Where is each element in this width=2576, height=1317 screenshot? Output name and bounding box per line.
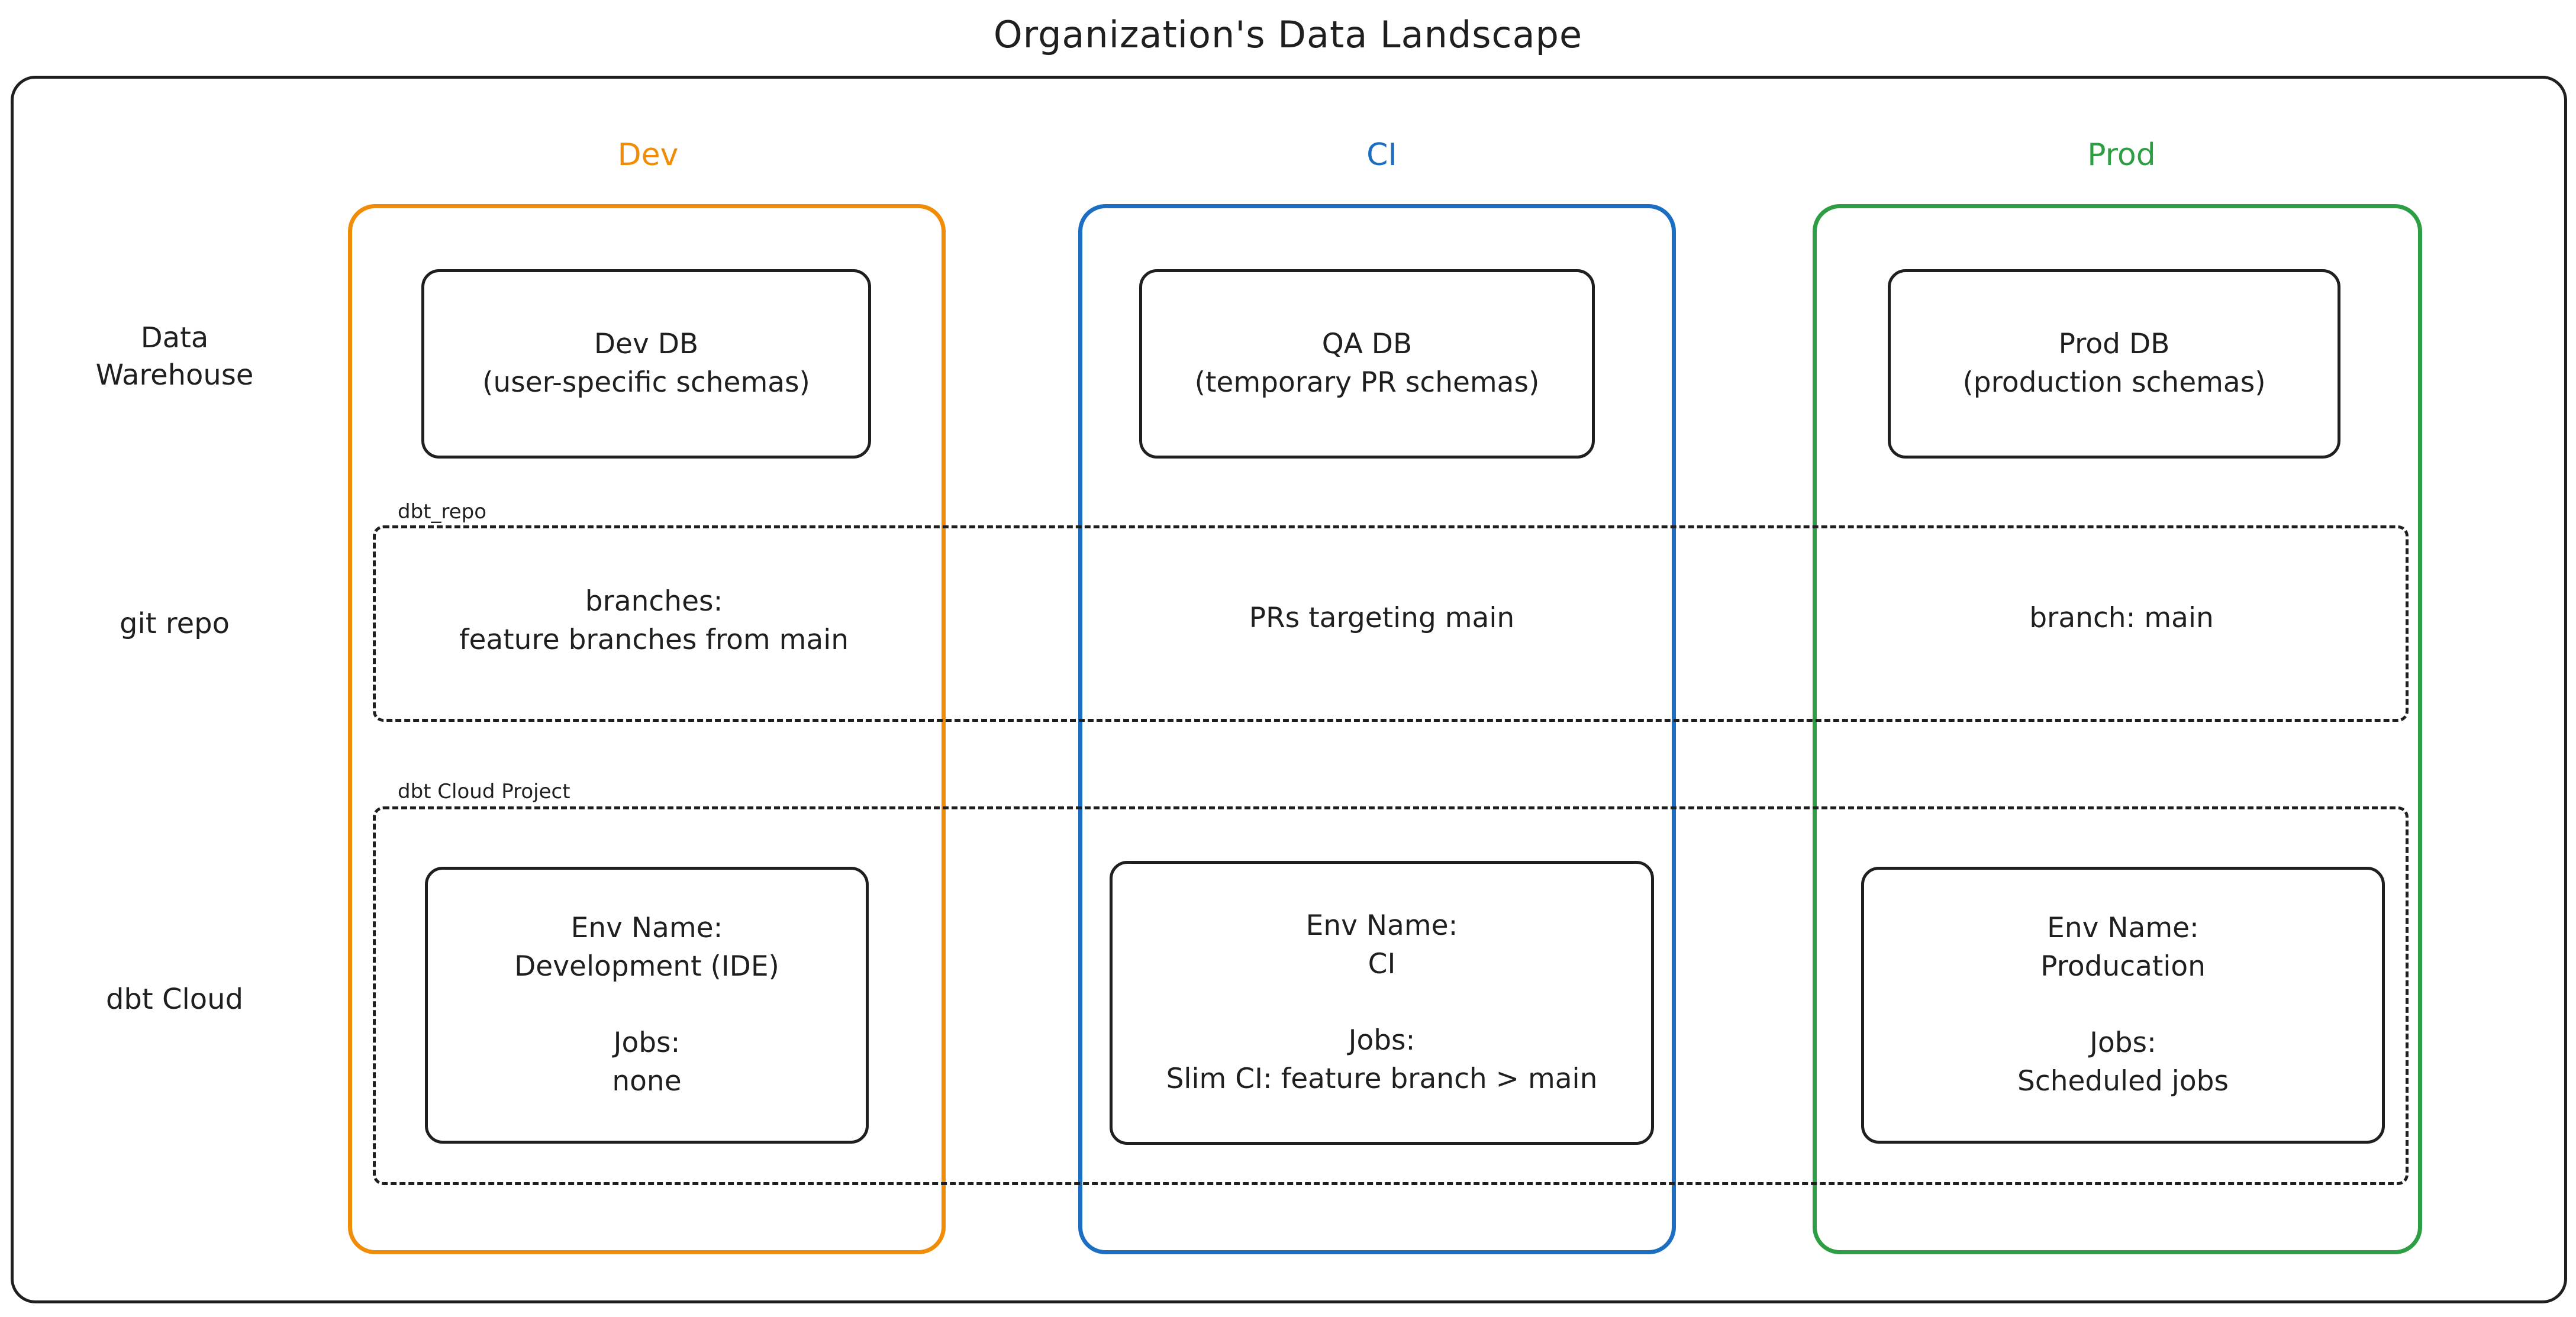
row-label-git-repo: git repo <box>120 607 230 640</box>
node-prod-environment-label: Env Name: Producation Jobs: Scheduled jo… <box>2017 911 2229 1098</box>
node-qa-db[interactable]: QA DB (temporary PR schemas) <box>1139 269 1595 459</box>
row-label-dbt-cloud: dbt Cloud <box>105 983 244 1016</box>
node-ci-environment-label: Env Name: CI Jobs: Slim CI: feature bran… <box>1166 909 1598 1096</box>
node-qa-db-label: QA DB (temporary PR schemas) <box>1194 328 1540 399</box>
group-label-dbt-repo: dbt_repo <box>392 500 493 524</box>
node-dev-db-label: Dev DB (user-specific schemas) <box>482 328 810 399</box>
group-container-dbt-cloud-project <box>373 806 2409 1185</box>
node-prod-db-label: Prod DB (production schemas) <box>1962 328 2266 399</box>
diagram-outer-frame <box>11 76 2567 1303</box>
git-cell-prod: branch: main <box>2029 602 2214 634</box>
column-header-prod: Prod <box>2087 137 2156 173</box>
node-dev-environment-label: Env Name: Development (IDE) Jobs: none <box>514 911 779 1098</box>
node-dev-environment[interactable]: Env Name: Development (IDE) Jobs: none <box>425 867 869 1144</box>
row-label-data-warehouse: Data Warehouse <box>95 321 254 392</box>
git-cell-ci: PRs targeting main <box>1249 602 1515 634</box>
env-column-dev <box>348 204 946 1254</box>
git-cell-dev: branches: feature branches from main <box>459 585 849 656</box>
node-dev-db[interactable]: Dev DB (user-specific schemas) <box>421 269 871 459</box>
node-prod-environment[interactable]: Env Name: Producation Jobs: Scheduled jo… <box>1861 867 2385 1144</box>
column-header-ci: CI <box>1366 137 1397 173</box>
group-container-dbt-repo <box>373 525 2409 722</box>
env-column-ci <box>1078 204 1676 1254</box>
group-label-dbt-cloud-project: dbt Cloud Project <box>392 780 576 803</box>
node-ci-environment[interactable]: Env Name: CI Jobs: Slim CI: feature bran… <box>1110 861 1654 1145</box>
node-prod-db[interactable]: Prod DB (production schemas) <box>1888 269 2340 459</box>
column-header-dev: Dev <box>617 137 679 173</box>
page-title: Organization's Data Landscape <box>993 13 1583 56</box>
env-column-prod <box>1813 204 2422 1254</box>
